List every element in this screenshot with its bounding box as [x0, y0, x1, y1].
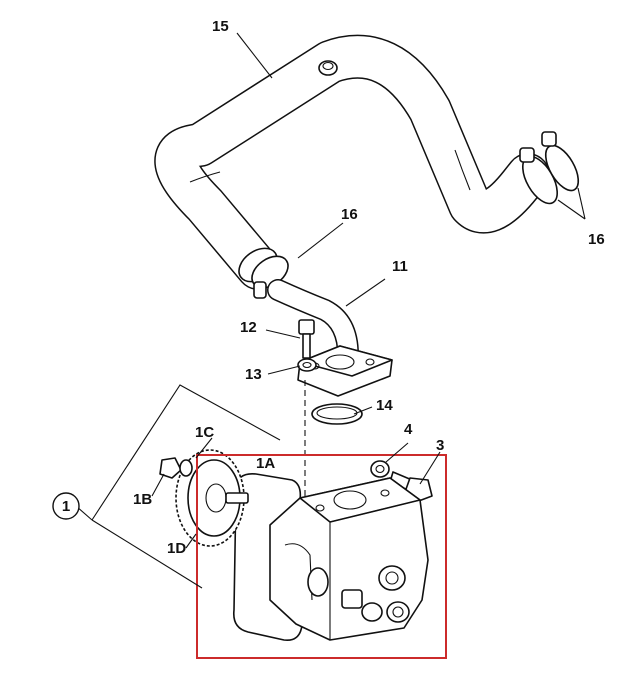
callout-11: 11	[392, 258, 408, 275]
hose-15[interactable]	[154, 34, 550, 290]
callout-1C: 1C	[195, 424, 214, 441]
callout-14: 14	[376, 397, 393, 414]
callout-16-left: 16	[341, 206, 358, 223]
leader-lines	[151, 32, 586, 549]
pipe-flange[interactable]	[297, 345, 393, 397]
pipe-11[interactable]	[267, 279, 359, 379]
callout-1B: 1B	[133, 491, 152, 508]
pump-body[interactable]	[232, 473, 429, 642]
drive-gear[interactable]	[175, 449, 249, 547]
hose-boss	[318, 60, 338, 76]
item-1-marker: 1	[52, 492, 80, 520]
washer-4[interactable]	[370, 460, 390, 478]
hose-clamp-16-right[interactable]	[516, 131, 585, 209]
callout-13: 13	[245, 366, 262, 383]
callout-1D: 1D	[167, 540, 186, 557]
callout-4: 4	[404, 421, 413, 438]
callout-12: 12	[240, 319, 257, 336]
bolt-12[interactable]	[298, 319, 315, 359]
washer-13[interactable]	[297, 358, 317, 372]
callout-3: 3	[436, 437, 444, 454]
callout-15: 15	[212, 18, 229, 35]
gear-nut[interactable]	[159, 457, 193, 479]
callout-16-right: 16	[588, 231, 605, 248]
highlight-box	[196, 454, 447, 659]
callout-1: 1	[62, 498, 70, 515]
callout-1A: 1A	[256, 455, 275, 472]
